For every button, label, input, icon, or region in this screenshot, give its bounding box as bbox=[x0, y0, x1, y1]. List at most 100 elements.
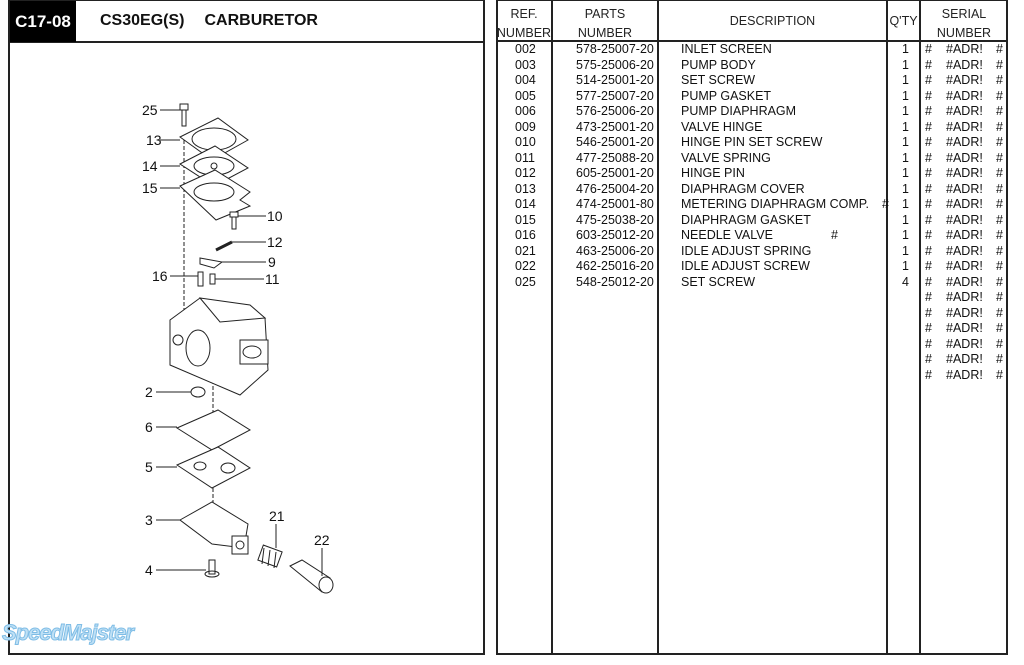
qty-cell: 1 bbox=[902, 42, 909, 56]
serial-cell: # bbox=[925, 42, 932, 56]
serial-cell: # bbox=[925, 88, 932, 103]
header-text: NUMBER bbox=[936, 26, 992, 40]
serial-cell: #ADR! bbox=[946, 104, 983, 118]
serial-cell: # bbox=[996, 243, 1003, 258]
mark-cell: # bbox=[882, 197, 889, 211]
callout-label: 16 bbox=[152, 268, 168, 284]
ref-cell: 015 bbox=[515, 212, 536, 227]
column-divider bbox=[919, 0, 921, 655]
ref-cell: 021 bbox=[515, 243, 536, 258]
header-parts-number: PARTS NUMBER bbox=[552, 0, 658, 42]
serial-cell: #ADR! bbox=[946, 150, 983, 165]
column-divider bbox=[551, 0, 553, 655]
model-name: CS30EG(S) bbox=[100, 12, 185, 29]
header-qty: Q'TY bbox=[887, 0, 920, 42]
part-number-cell: 546-25001-20 bbox=[576, 135, 654, 149]
qty-cell: 1 bbox=[902, 57, 909, 72]
description-cell: HINGE PIN SET SCREW bbox=[681, 135, 823, 149]
callout-label: 22 bbox=[314, 532, 330, 548]
part-number-cell: 476-25004-20 bbox=[576, 181, 654, 196]
description-cell: VALVE SPRING bbox=[681, 150, 771, 165]
parts-table bbox=[496, 0, 1008, 655]
callout-label: 13 bbox=[146, 132, 162, 148]
serial-cell: # bbox=[996, 150, 1003, 165]
table-row: ##ADR!# bbox=[496, 352, 1008, 368]
page-title: CS30EG(S)CARBURETOR bbox=[100, 12, 318, 30]
serial-cell: #ADR! bbox=[946, 197, 983, 211]
callout-label: 3 bbox=[145, 512, 153, 528]
table-row: ##ADR!# bbox=[496, 290, 1008, 306]
part-6-pump-diaphragm bbox=[175, 409, 252, 451]
serial-cell: # bbox=[925, 228, 932, 242]
part-21-idle-spring bbox=[257, 544, 283, 569]
serial-cell: # bbox=[996, 73, 1003, 87]
carburetor-body bbox=[169, 297, 269, 396]
serial-cell: # bbox=[996, 367, 1003, 382]
serial-cell: # bbox=[996, 197, 1003, 211]
serial-cell: #ADR! bbox=[946, 166, 983, 180]
qty-cell: 1 bbox=[902, 197, 909, 211]
header-description: DESCRIPTION bbox=[658, 0, 887, 42]
ref-cell: 012 bbox=[515, 166, 536, 180]
serial-cell: # bbox=[925, 181, 932, 196]
serial-cell: # bbox=[925, 367, 932, 382]
serial-cell: # bbox=[925, 212, 932, 227]
part-10-screw bbox=[229, 211, 239, 230]
part-number-cell: 477-25088-20 bbox=[576, 150, 654, 165]
qty-cell: 1 bbox=[902, 135, 909, 149]
serial-cell: #ADR! bbox=[946, 119, 983, 134]
part-22-idle-screw bbox=[289, 559, 334, 594]
serial-cell: # bbox=[925, 305, 932, 320]
part-2-inlet-screen bbox=[190, 386, 206, 398]
header-text: SERIAL bbox=[941, 7, 987, 21]
description-cell: IDLE ADJUST SPRING bbox=[681, 243, 812, 258]
description-cell: IDLE ADJUST SCREW bbox=[681, 259, 810, 273]
serial-cell: #ADR! bbox=[946, 243, 983, 258]
serial-cell: # bbox=[996, 135, 1003, 149]
title-bar: C17-08 CS30EG(S)CARBURETOR bbox=[8, 0, 485, 43]
description-cell: INLET SCREEN bbox=[681, 42, 772, 56]
qty-cell: 1 bbox=[902, 104, 909, 118]
ref-cell: 009 bbox=[515, 119, 536, 134]
serial-cell: #ADR! bbox=[946, 212, 983, 227]
description-cell: HINGE PIN bbox=[681, 166, 745, 180]
callout-label: 6 bbox=[145, 419, 153, 435]
part-number-cell: 462-25016-20 bbox=[576, 259, 654, 273]
serial-cell: #ADR! bbox=[946, 135, 983, 149]
ref-cell: 004 bbox=[515, 73, 536, 87]
description-cell: SET SCREW bbox=[681, 274, 756, 289]
serial-cell: #ADR! bbox=[946, 274, 983, 289]
qty-cell: 1 bbox=[902, 212, 909, 227]
header-text: REF. bbox=[510, 7, 538, 21]
description-cell: VALVE HINGE bbox=[681, 119, 763, 134]
part-5-pump-gasket bbox=[175, 446, 251, 489]
qty-cell: 1 bbox=[902, 73, 909, 87]
callout-label: 15 bbox=[142, 180, 158, 196]
part-number-cell: 473-25001-20 bbox=[576, 119, 654, 134]
table-row: ##ADR!# bbox=[496, 337, 1008, 353]
watermark-logo: SpeedMajster bbox=[1, 620, 134, 646]
serial-cell: # bbox=[925, 73, 932, 87]
callout-label: 14 bbox=[142, 158, 158, 174]
qty-cell: 1 bbox=[902, 181, 909, 196]
serial-cell: # bbox=[925, 352, 932, 366]
serial-cell: #ADR! bbox=[946, 181, 983, 196]
section-code: C17-08 bbox=[10, 1, 76, 42]
part-number-cell: 576-25006-20 bbox=[576, 104, 654, 118]
exploded-diagram: 25 13 14 15 10 12 9 16 11 2 6 5 3 21 22 … bbox=[142, 102, 334, 594]
mark-cell: # bbox=[831, 228, 838, 242]
serial-cell: #ADR! bbox=[946, 259, 983, 273]
serial-cell: #ADR! bbox=[946, 88, 983, 103]
ref-cell: 003 bbox=[515, 57, 536, 72]
table-row: ##ADR!# bbox=[496, 368, 1008, 384]
serial-cell: # bbox=[925, 166, 932, 180]
serial-cell: # bbox=[996, 181, 1003, 196]
part-9-valve-hinge bbox=[199, 257, 224, 269]
